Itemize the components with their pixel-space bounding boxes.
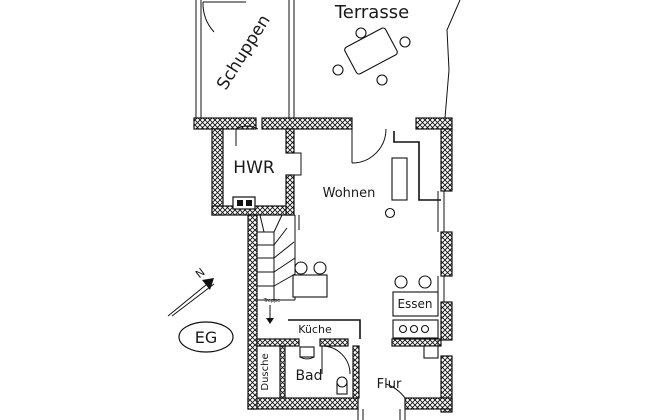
kitchen-counter <box>288 319 361 339</box>
dining-table-center <box>292 261 328 298</box>
room-label-bad: Bad <box>295 368 322 384</box>
room-label-schuppen: Schuppen <box>213 11 275 93</box>
floor-label: EG <box>195 328 218 347</box>
staircase <box>256 214 296 339</box>
room-label-terrasse: Terrasse <box>334 2 409 23</box>
chimney <box>232 196 256 210</box>
room-label-essen: Essen <box>397 297 432 311</box>
room-label-kueche: Küche <box>298 323 332 336</box>
room-label-treppe: Treppe <box>263 298 281 304</box>
dining-area <box>392 275 439 339</box>
room-label-flur: Flur <box>377 377 402 392</box>
bath-area <box>299 345 351 395</box>
north-label: N <box>193 266 207 281</box>
shed-door <box>202 1 246 33</box>
terrace-table <box>332 27 411 86</box>
garden-outline <box>195 0 461 119</box>
north-arrow-icon <box>167 278 215 317</box>
room-label-hwr: HWR <box>233 158 275 178</box>
hall-details <box>357 345 439 420</box>
living-furniture <box>384 131 441 219</box>
room-label-dusche: Dusche <box>260 353 271 390</box>
living-door <box>351 128 387 164</box>
floor-badge <box>178 321 234 353</box>
room-label-wohnen: Wohnen <box>323 186 376 201</box>
hwr-door <box>235 125 259 146</box>
